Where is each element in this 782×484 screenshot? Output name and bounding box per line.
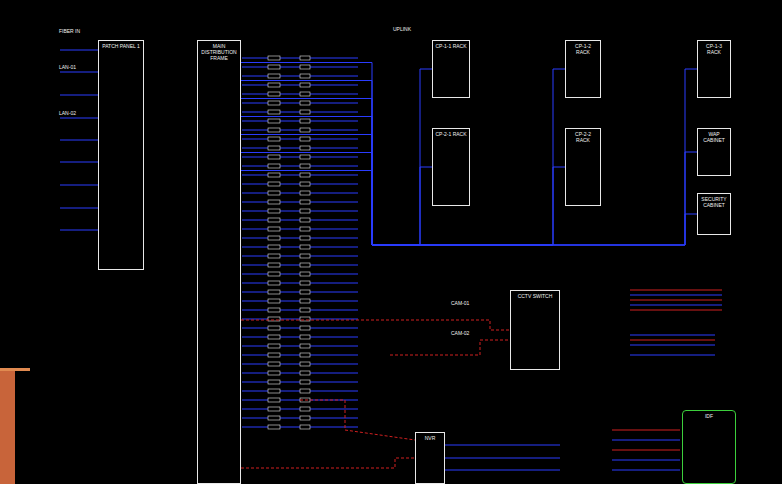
equipment-box: SECURITY CABINET [697, 193, 731, 235]
signal-label: CAM-02 [450, 330, 470, 336]
wire-rows [242, 58, 358, 427]
accent-band [0, 370, 15, 484]
cable-run [241, 135, 565, 246]
box-title: PATCH PANEL 1 [101, 43, 141, 49]
equipment-box: PATCH PANEL 1 [98, 40, 144, 270]
equipment-box: WAP CABINET [697, 128, 731, 176]
terminal-blocks [268, 56, 310, 429]
equipment-box: CP-1-1 RACK [432, 40, 470, 98]
box-title: CP-2-2 RACK [568, 131, 598, 143]
signal-label: FIBER IN [58, 28, 81, 34]
equipment-box: MAIN DISTRIBUTION FRAME [197, 40, 241, 484]
equipment-box: CP-1-3 RACK [697, 40, 731, 98]
wire-bundle [60, 50, 98, 230]
cable-run [241, 63, 432, 246]
cable-run [241, 458, 415, 468]
equipment-box: IDF [682, 410, 736, 484]
box-title: MAIN DISTRIBUTION FRAME [200, 43, 238, 61]
box-title: WAP CABINET [700, 131, 728, 143]
signal-label: LAN-01 [58, 64, 77, 70]
equipment-box: CP-2-2 RACK [565, 128, 601, 206]
signal-label: LAN-02 [58, 110, 77, 116]
box-title: SECURITY CABINET [700, 196, 728, 208]
box-title: CP-1-2 RACK [568, 43, 598, 55]
box-title: CP-1-3 RACK [700, 43, 728, 55]
cable-run [241, 69, 565, 245]
equipment-box: CP-2-1 RACK [432, 128, 470, 206]
signal-label: CAM-01 [450, 300, 470, 306]
accent-line [0, 368, 30, 371]
equipment-box: CCTV SWITCH [510, 290, 560, 370]
equipment-box: CP-1-2 RACK [565, 40, 601, 98]
box-title: IDF [685, 413, 733, 419]
cable-run [241, 117, 432, 246]
box-title: CP-1-1 RACK [435, 43, 467, 49]
cable-run [241, 320, 510, 330]
equipment-box: NVR [415, 432, 445, 484]
box-title: CCTV SWITCH [513, 293, 557, 299]
box-title: CP-2-1 RACK [435, 131, 467, 137]
signal-label: UPLINK [392, 26, 412, 32]
cable-tables [300, 290, 722, 470]
box-title: NVR [418, 435, 442, 441]
